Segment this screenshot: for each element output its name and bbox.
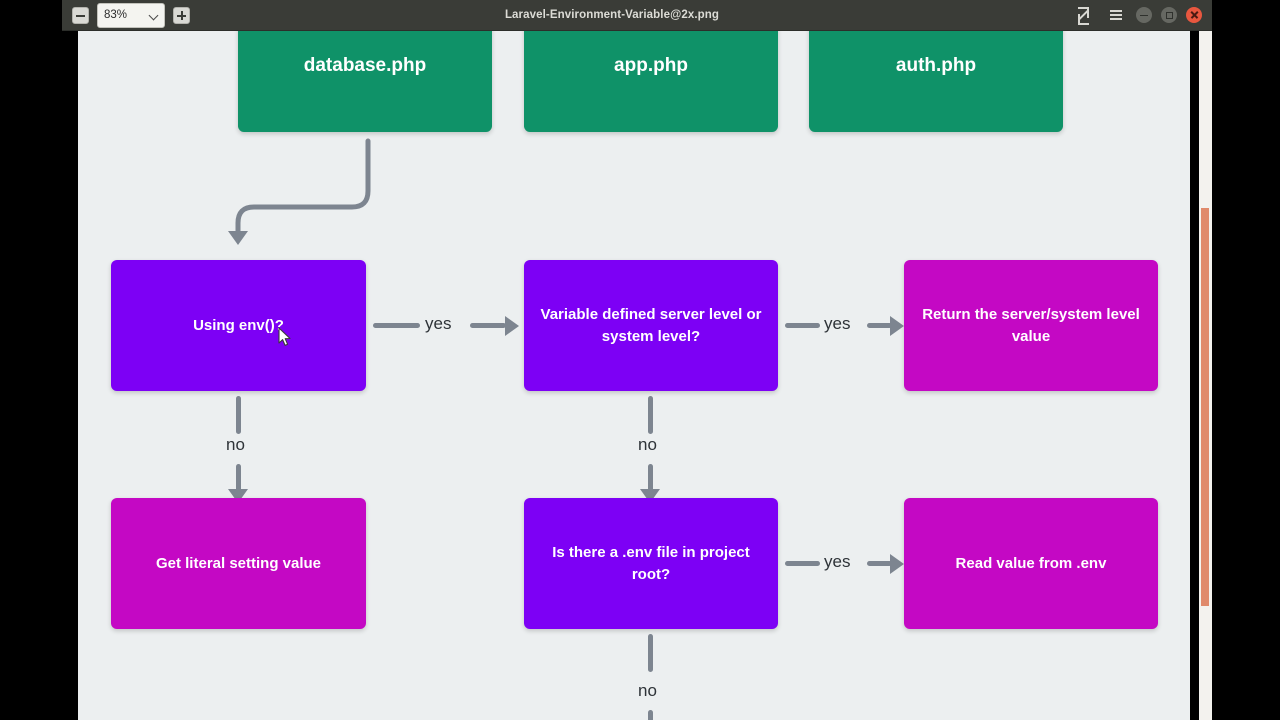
edge-var-defined-to-return-seg2 [867, 323, 892, 328]
edge-using-env-to-var-defined-seg2 [470, 323, 506, 328]
edge-var-defined-to-env-file-seg1 [648, 396, 653, 434]
edge-label-yes-var-defined: yes [824, 314, 851, 333]
edge-var-defined-to-return-seg1 [785, 323, 820, 328]
title-bar: 83% Laravel-Environment-Variable@2x.png [62, 0, 1212, 31]
zoom-level-select[interactable]: 83% [97, 2, 165, 28]
node-get-literal[interactable]: Get literal setting value [111, 498, 366, 629]
maximize-button[interactable] [1161, 7, 1177, 23]
zoom-level-value: 83% [104, 9, 128, 21]
node-return-server-value[interactable]: Return the server/system level value [904, 260, 1158, 391]
node-auth-php[interactable]: auth.php [809, 31, 1063, 132]
edge-using-env-to-var-defined-seg1 [373, 323, 420, 328]
node-env-file-root[interactable]: Is there a .env file in project root? [524, 498, 778, 629]
minimize-button[interactable] [1136, 7, 1152, 23]
fullscreen-icon[interactable] [1074, 5, 1096, 25]
edge-label-yes-env-file: yes [824, 552, 851, 571]
hamburger-menu-icon[interactable] [1105, 5, 1127, 25]
edge-env-file-to-read-seg2 [867, 561, 892, 566]
chevron-down-icon [149, 11, 158, 20]
window-title: Laravel-Environment-Variable@2x.png [504, 9, 720, 21]
node-var-defined-server[interactable]: Variable defined server level or system … [524, 260, 778, 391]
image-canvas[interactable]: database.php app.php auth.php Using env(… [78, 31, 1190, 720]
edge-using-env-to-get-literal-seg2 [236, 464, 241, 492]
arrowhead-to-return-server [890, 316, 904, 336]
edge-using-env-to-get-literal-seg1 [236, 396, 241, 434]
zoom-controls: 83% [62, 2, 190, 28]
edge-label-no-using-env: no [226, 435, 245, 454]
arrowhead-to-read-from-env [890, 554, 904, 574]
zoom-in-button[interactable] [173, 6, 190, 24]
zoom-out-button[interactable] [72, 6, 89, 24]
edge-env-file-to-read-seg1 [785, 561, 820, 566]
edge-env-file-no-seg2 [648, 710, 653, 720]
edge-env-file-no-seg1 [648, 634, 653, 672]
edge-label-no-env-file: no [638, 681, 657, 700]
connector-configs-to-using-env [235, 138, 371, 236]
edge-label-yes-using-env: yes [425, 314, 452, 333]
close-button[interactable] [1186, 7, 1202, 23]
window-controls [1074, 5, 1212, 25]
arrowhead-to-using-env [228, 231, 248, 245]
node-app-php[interactable]: app.php [524, 31, 778, 132]
node-database-php[interactable]: database.php [238, 31, 492, 132]
edge-var-defined-to-env-file-seg2 [648, 464, 653, 492]
node-using-env[interactable]: Using env()? [111, 260, 366, 391]
edge-label-no-var-defined: no [638, 435, 657, 454]
node-read-from-env[interactable]: Read value from .env [904, 498, 1158, 629]
vertical-scrollbar-thumb[interactable] [1201, 208, 1209, 606]
arrowhead-to-var-defined [505, 316, 519, 336]
